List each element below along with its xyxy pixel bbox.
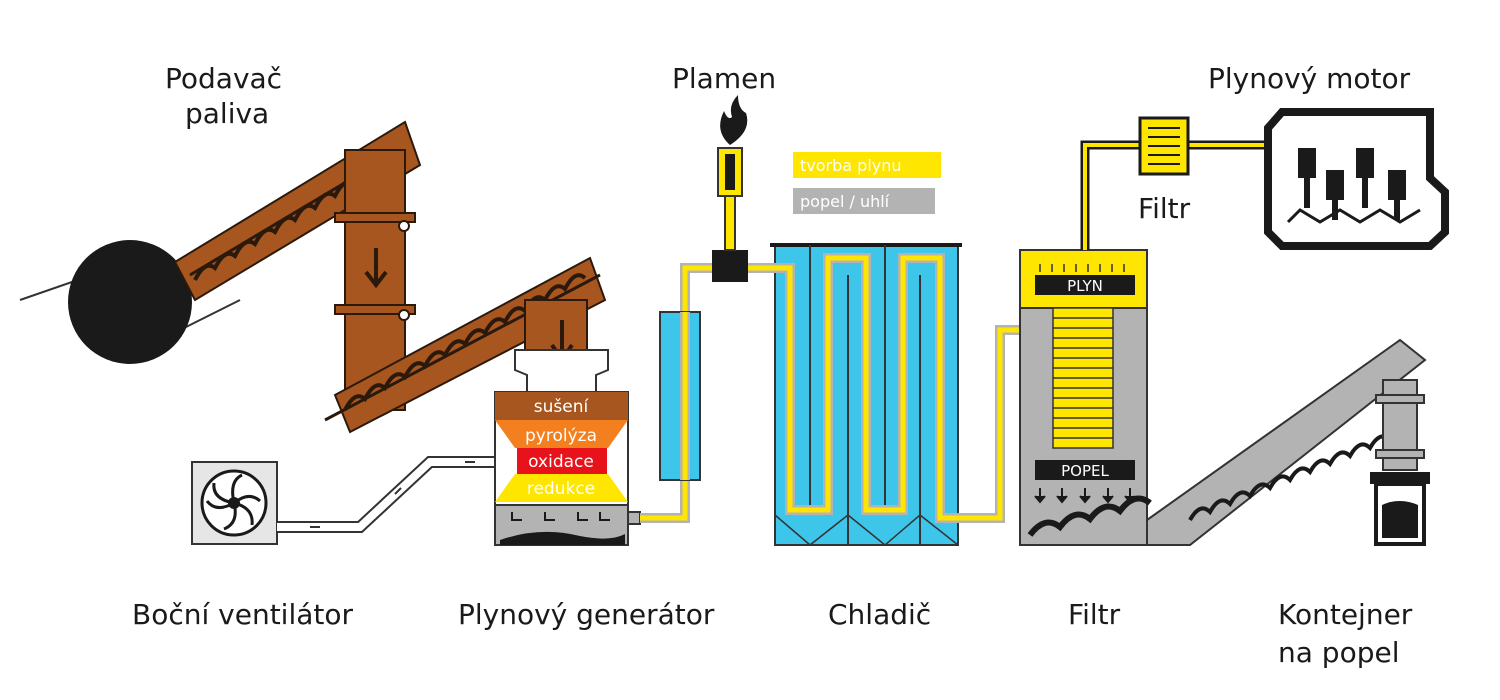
engine-label: Plynový motor — [1208, 62, 1411, 95]
zone-reduction: redukce — [527, 479, 595, 499]
ash-tag — [1035, 460, 1135, 480]
gas-generator — [494, 349, 641, 546]
flame-icon — [720, 95, 748, 145]
legend-ash: popel / uhlí — [800, 192, 890, 211]
fuel-hopper-drum — [68, 240, 192, 364]
ash-container — [1370, 379, 1430, 546]
filter — [1019, 249, 1427, 546]
legend-ash-swatch — [793, 188, 935, 214]
legend-gas: tvorba plynu — [800, 156, 902, 175]
flare-stack — [712, 95, 748, 282]
fuel-feeder — [19, 120, 607, 434]
zone-drying: sušení — [534, 397, 590, 417]
container-label-line2: na popel — [1278, 636, 1400, 669]
feeder-label-line2: paliva — [185, 97, 269, 130]
side-fan — [191, 456, 515, 545]
fan-label: Boční ventilátor — [132, 598, 354, 631]
cooler — [748, 243, 1022, 546]
gas-tag — [1035, 275, 1135, 295]
legend-gas-swatch — [793, 152, 941, 178]
legend: tvorba plynu popel / uhlí — [793, 152, 941, 214]
generator-label: Plynový generátor — [458, 598, 715, 631]
zone-oxidation: oxidace — [528, 452, 594, 472]
valve-junction — [712, 250, 748, 282]
filter-ash-label: POPEL — [1061, 462, 1109, 480]
inline-filter — [1138, 116, 1190, 176]
container-label-line1: Kontejner — [1278, 598, 1413, 631]
filter-label: Filtr — [1068, 598, 1121, 631]
gas-engine — [1264, 108, 1449, 250]
zone-pyrolysis: pyrolýza — [525, 426, 597, 446]
oxidation-zone — [517, 448, 607, 474]
filter-gas-label: PLYN — [1067, 277, 1103, 295]
cooler-label: Chladič — [828, 598, 931, 631]
engine-icon — [1264, 108, 1449, 250]
feeder-label-line1: Podavač — [165, 62, 282, 95]
flame-label: Plamen — [672, 62, 776, 95]
inline-filter-label: Filtr — [1138, 192, 1191, 225]
